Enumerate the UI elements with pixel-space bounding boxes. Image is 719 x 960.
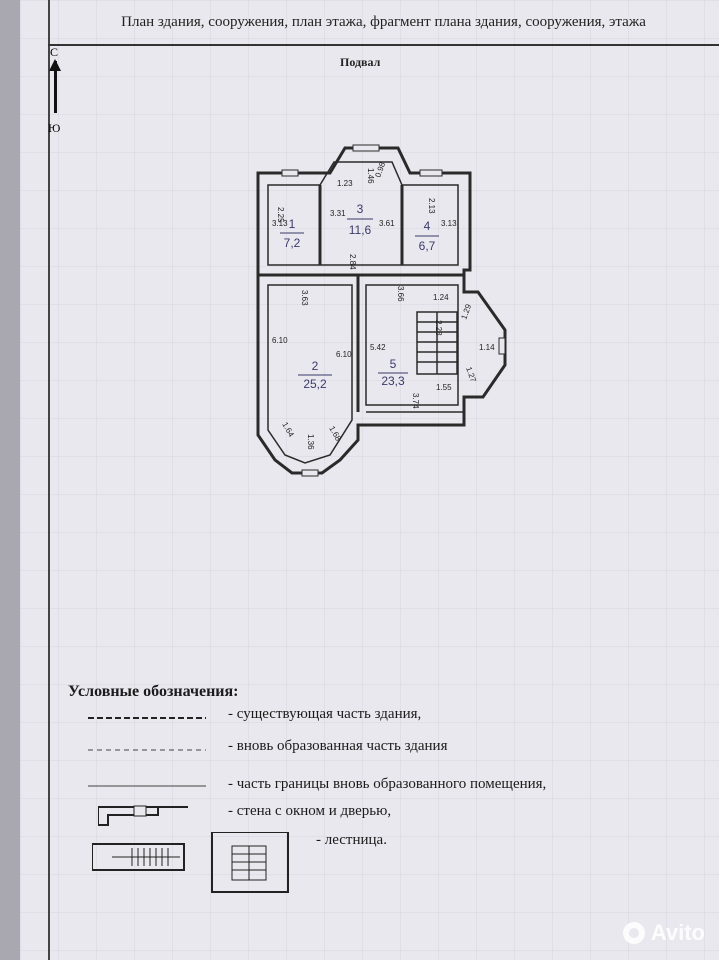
dim-3-31: 3.31 [330,209,346,218]
room2-inner-wall [267,284,353,464]
window-room3 [352,144,380,152]
legend-wall-text: - стена с окном и дверью, [228,803,392,819]
legend-existing-text: - существующая часть здания, [228,706,422,722]
windows [281,144,506,477]
sheet-frame [48,0,719,960]
dim-1-64: 1.64 [280,421,296,439]
dim-1-29: 1.29 [459,302,473,320]
room3-number: 3 [357,202,364,216]
dim-6-10-left: 6.10 [272,336,288,345]
dashed-line-icon [88,717,206,719]
compass-south-label: Ю [48,121,61,135]
dim-1-14: 1.14 [479,343,495,352]
room4-area: 6,7 [419,239,436,253]
dim-1-27: 1.27 [464,366,478,384]
dim-1-55: 1.55 [436,383,452,392]
legend-stairs-text: - лестница. [316,832,387,848]
stairs-legend-icon [92,832,289,893]
dim-2-28: 2.28 [434,320,443,336]
legend-new-text: - вновь образованная часть здания [228,738,448,754]
watermark-text: Avito [650,920,705,945]
dim-2-25: 2.25 [276,207,285,223]
dim-1-36: 1.36 [306,434,315,450]
compass-arrow-shaft [54,61,57,113]
room2-number: 2 [312,359,319,373]
room1-area: 7,2 [284,236,301,250]
dim-1-46: 1.46 [366,168,375,184]
dim-0-98: 0.98 [373,160,387,178]
room3-area: 11,6 [349,223,372,237]
dim-1-68: 1.68 [327,425,343,443]
document-header: План здания, сооружения, план этажа, фра… [48,0,719,46]
room5-area: 23,3 [381,374,405,388]
legend-title: Условные обозначения: [68,683,239,700]
dim-1-24: 1.24 [433,293,449,302]
room4-number: 4 [424,219,431,233]
room5-number: 5 [390,357,397,371]
dashed-thin-line-icon [88,749,206,751]
compass-north-label: С [50,45,59,59]
dim-3-63: 3.63 [300,290,309,306]
window-room4 [419,169,443,177]
dim-3-13-right: 3.13 [441,219,457,228]
wall-window-door-icon [98,805,188,826]
compass: С Ю [44,45,66,145]
header-title: План здания, сооружения, план этажа, фра… [121,13,646,30]
document-sheet [20,0,719,960]
avito-watermark: Avito [622,920,705,946]
dim-2-84: 2.84 [348,254,357,270]
floor-label: Подвал [340,55,381,69]
window-room1 [281,169,299,177]
dim-2-13: 2.13 [427,198,436,214]
room5-inner-wall [365,284,459,406]
dim-3-13-left: 3.13 [272,219,288,228]
legend-boundary-text: - часть границы вновь образованного поме… [228,776,547,792]
dim-3-61: 3.61 [379,219,395,228]
window-room2 [301,469,319,477]
room1-number: 1 [289,217,296,231]
avito-logo-icon [622,922,645,944]
room2-area: 25,2 [303,377,327,391]
window-stair [498,337,506,355]
dim-3-66: 3.66 [396,286,405,302]
dim-6-10-right: 6.10 [336,350,352,359]
stairs-icon [416,311,458,375]
dim-3-74: 3.74 [411,393,420,409]
dim-5-42: 5.42 [370,343,386,352]
solid-line-icon [88,785,206,787]
dim-1-23: 1.23 [337,179,353,188]
